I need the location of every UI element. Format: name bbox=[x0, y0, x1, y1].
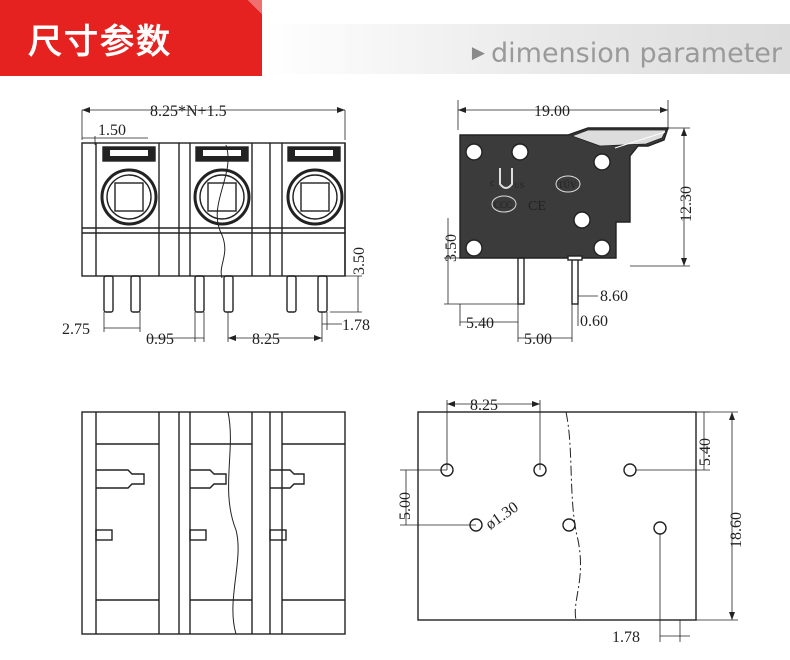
header-band bbox=[262, 24, 790, 74]
header-subtitle-text: dimension parameter bbox=[491, 38, 782, 69]
dim-pin-edge: 1.78 bbox=[342, 317, 370, 334]
cert-us: US bbox=[514, 181, 524, 190]
header-title: 尺寸参数 bbox=[28, 22, 172, 62]
dim-pin-offset: 8.60 bbox=[600, 288, 628, 305]
dim-length: 19.00 bbox=[534, 103, 570, 120]
cert-marks: c US TÜV CCC CE bbox=[490, 168, 581, 214]
dim-row-offset: 5.00 bbox=[397, 492, 414, 520]
dim-pin-width: 0.60 bbox=[580, 313, 608, 330]
dim-edge-offset: 1.50 bbox=[98, 122, 126, 139]
header-badge: 尺寸参数 bbox=[0, 0, 262, 76]
dim-pin-gap: 0.95 bbox=[146, 331, 174, 348]
play-triangle-icon: ▶ bbox=[471, 43, 485, 63]
cert-ce: CE bbox=[528, 199, 546, 214]
dim-pin-offset-left: 2.75 bbox=[62, 321, 90, 338]
dim-top-offset: 5.40 bbox=[697, 438, 714, 466]
header-badge-shape bbox=[0, 0, 262, 76]
dim-pin-pitch: 5.00 bbox=[524, 331, 552, 348]
dim-overall-width: 8.25*N+1.5 bbox=[150, 103, 227, 120]
cert-tuv: TÜV bbox=[558, 180, 577, 190]
cert-ccc: CCC bbox=[494, 200, 512, 210]
dim-pin-pos-a: 5.40 bbox=[466, 315, 494, 332]
dim-height: 12.30 bbox=[678, 186, 695, 222]
footprint-view: 8.25 5.00 ø1.30 5.40 18.60 1.78 bbox=[397, 397, 745, 646]
dim-pin-height: 3.50 bbox=[351, 247, 368, 275]
cert-c: c bbox=[490, 178, 495, 189]
dim-total-depth: 18.60 bbox=[728, 512, 745, 548]
dim-footprint-edge: 1.78 bbox=[612, 629, 640, 646]
top-view bbox=[81, 411, 346, 635]
front-view: 8.25*N+1.5 1.50 bbox=[62, 103, 370, 348]
dim-hole-diameter: ø1.30 bbox=[483, 499, 522, 534]
dim-side-pin-height: 3.50 bbox=[443, 234, 460, 262]
header-subtitle: ▶ dimension parameter bbox=[472, 38, 782, 69]
dim-footprint-pitch: 8.25 bbox=[470, 397, 498, 414]
side-view: 19.00 c US TÜV CCC CE 12.30 bbox=[443, 100, 695, 348]
dim-pin-spacing: 8.25 bbox=[252, 331, 280, 348]
